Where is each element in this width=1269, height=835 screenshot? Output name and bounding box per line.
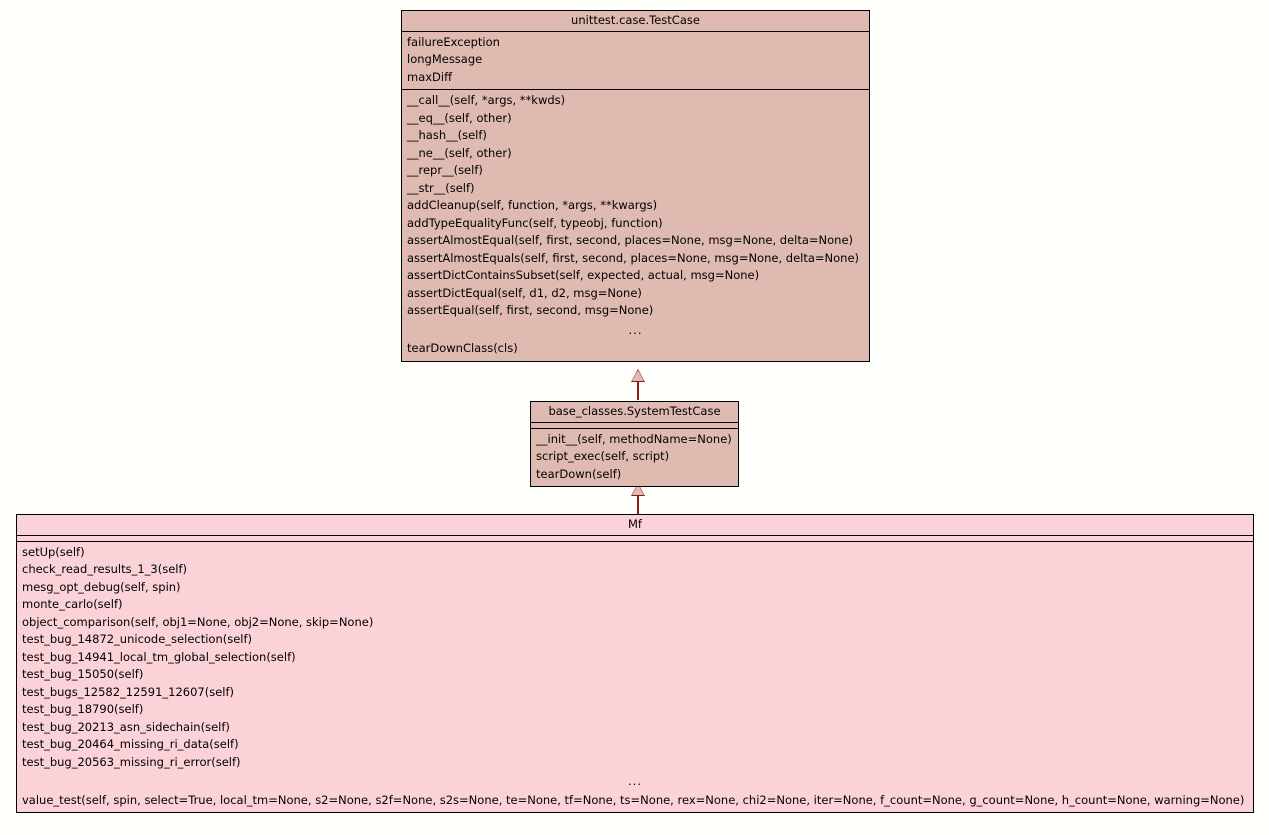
class-name-base-classes-systemtestcase: base_classes.SystemTestCase — [531, 402, 738, 423]
method-row: __eq__(self, other) — [407, 110, 512, 125]
method-row: mesg_opt_debug(self, spin) — [22, 579, 181, 594]
method-row: test_bug_14872_unicode_selection(self) — [22, 632, 253, 646]
methods-compartment-systemtestcase: __init__(self, methodName=None) script_e… — [531, 429, 738, 487]
generalization-arrowhead — [632, 370, 644, 381]
attribute-row: longMessage — [407, 52, 483, 66]
method-row: test_bug_20213_asn_sidechain(self) — [22, 719, 230, 734]
method-row: __init__(self, methodName=None) — [536, 431, 732, 446]
method-row: __repr__(self) — [407, 163, 483, 177]
method-row: value_test(self, spin, select=True, loca… — [22, 792, 1245, 807]
method-row: object_comparison(self, obj1=None, obj2=… — [22, 614, 374, 629]
generalization-arrowhead — [632, 484, 644, 495]
class-name-unittest-case-testcase: unittest.case.TestCase — [402, 11, 869, 32]
method-row: test_bug_18790(self) — [22, 702, 144, 716]
class-box-base-classes-systemtestcase[interactable]: base_classes.SystemTestCase __init__(sel… — [530, 401, 739, 487]
attributes-compartment-testcase: failureException longMessage maxDiff — [402, 32, 869, 90]
method-row: script_exec(self, script) — [536, 449, 670, 463]
generalization-line — [637, 484, 639, 514]
method-row: assertAlmostEqual(self, first, second, p… — [407, 233, 854, 247]
class-box-unittest-case-testcase[interactable]: unittest.case.TestCase failureException … — [401, 10, 870, 362]
method-row: test_bug_20464_missing_ri_data(self) — [22, 737, 239, 751]
class-box-mf[interactable]: Mf setUp(self) check_read_results_1_3(se… — [16, 514, 1254, 813]
method-row: tearDown(self) — [536, 466, 622, 481]
attribute-row: failureException — [407, 34, 500, 49]
method-row: assertDictContainsSubset(self, expected,… — [407, 268, 760, 282]
class-name-mf: Mf — [17, 515, 1253, 536]
method-row: test_bug_14941_local_tm_global_selection… — [22, 649, 296, 664]
method-row: __hash__(self) — [407, 128, 487, 142]
method-row: assertEqual(self, first, second, msg=Non… — [407, 303, 654, 317]
methods-truncation-ellipsis: ... — [628, 774, 642, 788]
method-row: test_bug_15050(self) — [22, 667, 144, 681]
methods-compartment-mf: setUp(self) check_read_results_1_3(self)… — [17, 542, 1253, 813]
method-row: __ne__(self, other) — [407, 145, 512, 160]
method-row: setUp(self) — [22, 544, 85, 559]
method-row: __call__(self, *args, **kwds) — [407, 93, 566, 107]
attributes-compartment-systemtestcase — [531, 423, 738, 429]
method-row: monte_carlo(self) — [22, 597, 123, 611]
attributes-compartment-mf — [17, 536, 1253, 542]
method-row: __str__(self) — [407, 180, 475, 195]
method-row: test_bugs_12582_12591_12607(self) — [22, 684, 234, 699]
method-row: assertDictEqual(self, d1, d2, msg=None) — [407, 285, 642, 300]
method-row: addCleanup(self, function, *args, **kwar… — [407, 198, 658, 212]
method-row: addTypeEqualityFunc(self, typeobj, funct… — [407, 215, 663, 230]
method-row: tearDownClass(cls) — [407, 341, 518, 355]
methods-compartment-testcase: __call__(self, *args, **kwds) __eq__(sel… — [402, 90, 869, 361]
generalization-line — [637, 370, 639, 400]
method-row: test_bug_20563_missing_ri_error(self) — [22, 754, 241, 769]
method-row: check_read_results_1_3(self) — [22, 562, 188, 576]
methods-truncation-ellipsis: ... — [628, 322, 643, 337]
attribute-row: maxDiff — [407, 69, 453, 84]
method-row: assertAlmostEquals(self, first, second, … — [407, 250, 860, 265]
